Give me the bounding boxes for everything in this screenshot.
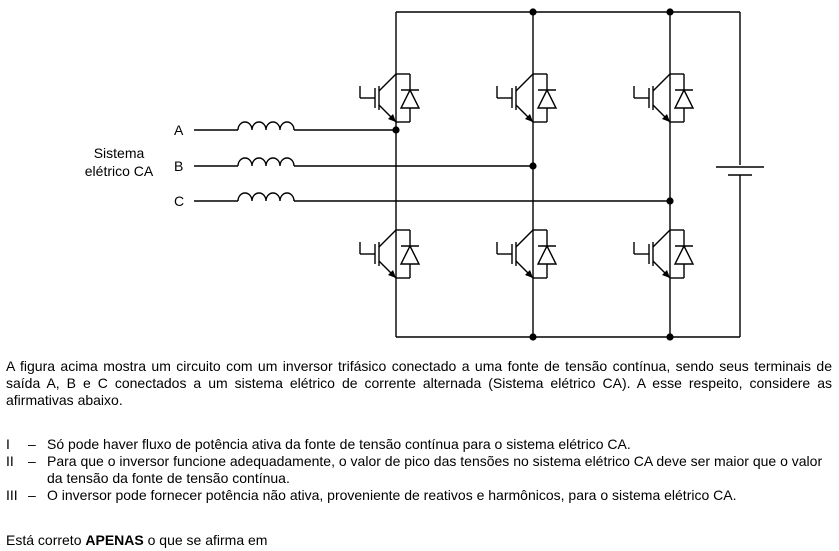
phase-label-b: B <box>174 158 183 174</box>
phase-label-c: C <box>174 193 184 209</box>
inverter-circuit-diagram: A B C Sistema elétrico CA <box>85 8 764 341</box>
statement-text: O inversor pode fornecer potência não at… <box>47 487 737 503</box>
system-label-line2: elétrico CA <box>85 163 154 179</box>
switch-lower-a <box>359 229 420 279</box>
inductor-c <box>237 192 295 202</box>
question-prefix: Está correto <box>6 532 86 548</box>
junction-dots <box>392 8 674 341</box>
statement-numeral: II <box>6 453 14 469</box>
statement-text: Para que o inversor funcione adequadamen… <box>47 453 823 486</box>
dc-source-symbol <box>716 166 764 176</box>
statement-dash: – <box>28 436 36 452</box>
statements-list: I – Só pode haver fluxo de potência ativ… <box>6 436 832 504</box>
question-suffix: o que se afirma em <box>143 532 268 548</box>
question-emphasis: APENAS <box>85 532 144 548</box>
statement-ii: II – Para que o inversor funcione adequa… <box>6 453 832 487</box>
switch-lower-c <box>633 229 694 279</box>
intro-paragraph: A figura acima mostra um circuito com um… <box>6 358 832 408</box>
statement-dash: – <box>28 453 36 469</box>
question-stem: Está correto APENAS o que se afirma em <box>6 532 832 549</box>
statement-dash: – <box>28 487 36 503</box>
system-label-line1: Sistema <box>94 145 145 161</box>
phase-label-a: A <box>174 122 184 138</box>
statement-text: Só pode haver fluxo de potência ativa da… <box>47 436 631 452</box>
statement-iii: III – O inversor pode fornecer potência … <box>6 487 832 504</box>
statement-numeral: III <box>6 487 18 503</box>
switch-upper-a <box>359 73 420 123</box>
statement-i: I – Só pode haver fluxo de potência ativ… <box>6 436 832 453</box>
inductor-b <box>237 157 295 167</box>
statement-numeral: I <box>6 436 10 452</box>
switch-upper-b <box>496 73 557 123</box>
inductor-a <box>237 121 295 131</box>
switch-upper-c <box>633 73 694 123</box>
switch-lower-b <box>496 229 557 279</box>
